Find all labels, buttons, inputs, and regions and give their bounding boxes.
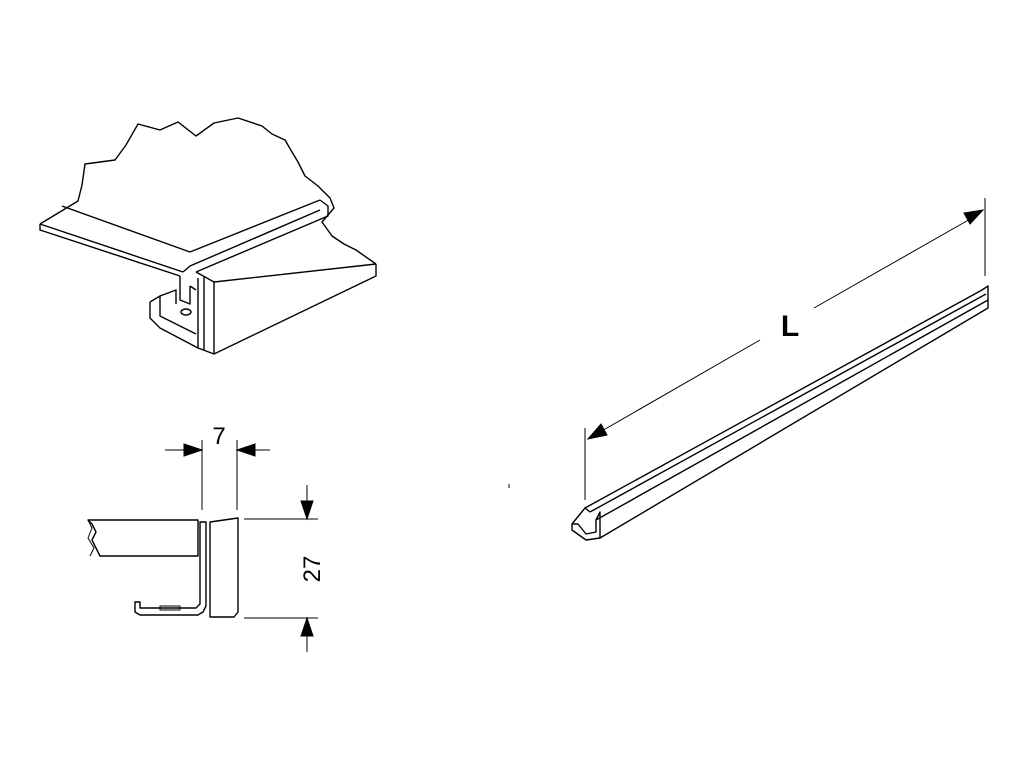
panel-front-edge — [39, 223, 184, 273]
length-arrow-right — [963, 209, 985, 225]
width-label: 7 — [212, 423, 225, 450]
section-panel — [87, 519, 199, 557]
height-label: 27 — [299, 556, 326, 583]
profile-long-lip — [595, 285, 989, 521]
profile-long-bottom-edge — [599, 300, 989, 539]
length-label: L — [781, 310, 799, 343]
profile-length-view — [571, 285, 989, 541]
profile-back-wall — [179, 276, 191, 305]
length-dim-line-upper — [813, 217, 973, 309]
panel-front-edge-lower — [61, 205, 191, 253]
panel-thickness — [39, 224, 181, 277]
width-arrow-right — [235, 443, 256, 457]
profile-long-top-edge — [584, 289, 983, 509]
profile-front-face-bottom — [213, 264, 377, 355]
section-profile-front — [209, 517, 239, 618]
section-hole — [159, 605, 181, 611]
screw-hole — [180, 308, 192, 316]
dimension-width — [165, 440, 270, 510]
profile-bottom-flange — [149, 302, 199, 349]
dimension-height — [244, 485, 318, 652]
profile-inner-wall — [197, 278, 215, 355]
profile-front-face — [195, 263, 377, 283]
profile-back-wall-2 — [189, 285, 197, 291]
height-arrow-top — [300, 500, 314, 521]
height-arrow-bottom — [300, 616, 314, 637]
panel-break-line — [39, 117, 377, 265]
length-dim-line-lower — [599, 339, 761, 433]
profile-bottom-lip — [159, 289, 177, 304]
profile-bottom-flange-inner — [149, 295, 197, 335]
dimension-length — [584, 198, 986, 500]
cross-section-view — [87, 517, 239, 618]
profile-top-lip-inner — [189, 199, 321, 253]
isometric-detail-view — [39, 117, 377, 355]
profile-long-end-face — [571, 511, 601, 541]
width-arrow-left — [183, 443, 204, 457]
section-profile-outer — [134, 521, 207, 616]
section-panel-break — [87, 519, 95, 557]
profile-top-lip — [182, 209, 321, 273]
profile-top-lip-edge — [195, 199, 329, 273]
profile-long-top-inner — [589, 293, 987, 513]
profile-long-end-lip — [571, 507, 591, 525]
length-arrow-left — [586, 423, 608, 440]
